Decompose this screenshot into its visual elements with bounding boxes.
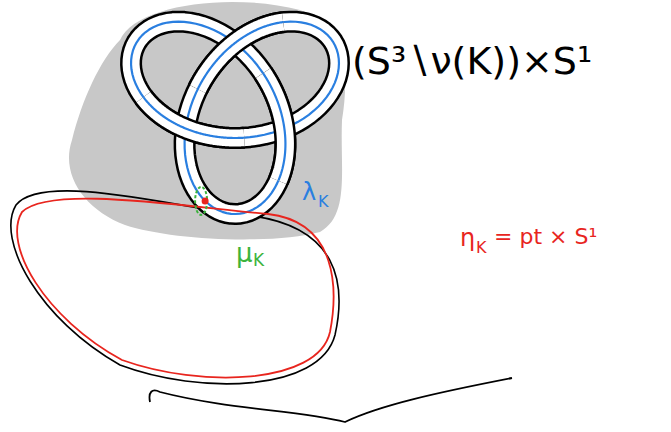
brace [149, 378, 512, 422]
knot-crossing [263, 73, 285, 181]
space-formula: (S³∖ν(K))×S¹ [352, 42, 592, 80]
knot-crossing [143, 97, 244, 138]
knot-tube [131, 22, 339, 214]
lambda-subscript: K [318, 194, 329, 210]
mu-symbol: μ [236, 240, 253, 266]
eta-definition: = pt × S¹ [494, 226, 597, 248]
lambda-symbol: λ [302, 180, 316, 204]
knot-tube [131, 22, 339, 214]
eta-subscript: K [476, 240, 487, 256]
knot-crossing [143, 97, 244, 138]
eta-symbol: η [460, 226, 475, 250]
mu-subscript: K [253, 252, 264, 269]
knot-tube [131, 22, 339, 214]
base-point [202, 197, 209, 204]
shaded-region [69, 2, 345, 240]
black-loop [11, 191, 339, 384]
knot-crossing [263, 73, 285, 181]
knot-crossing [263, 73, 285, 181]
knot-crossing [143, 97, 244, 138]
eta-loop [17, 199, 333, 378]
